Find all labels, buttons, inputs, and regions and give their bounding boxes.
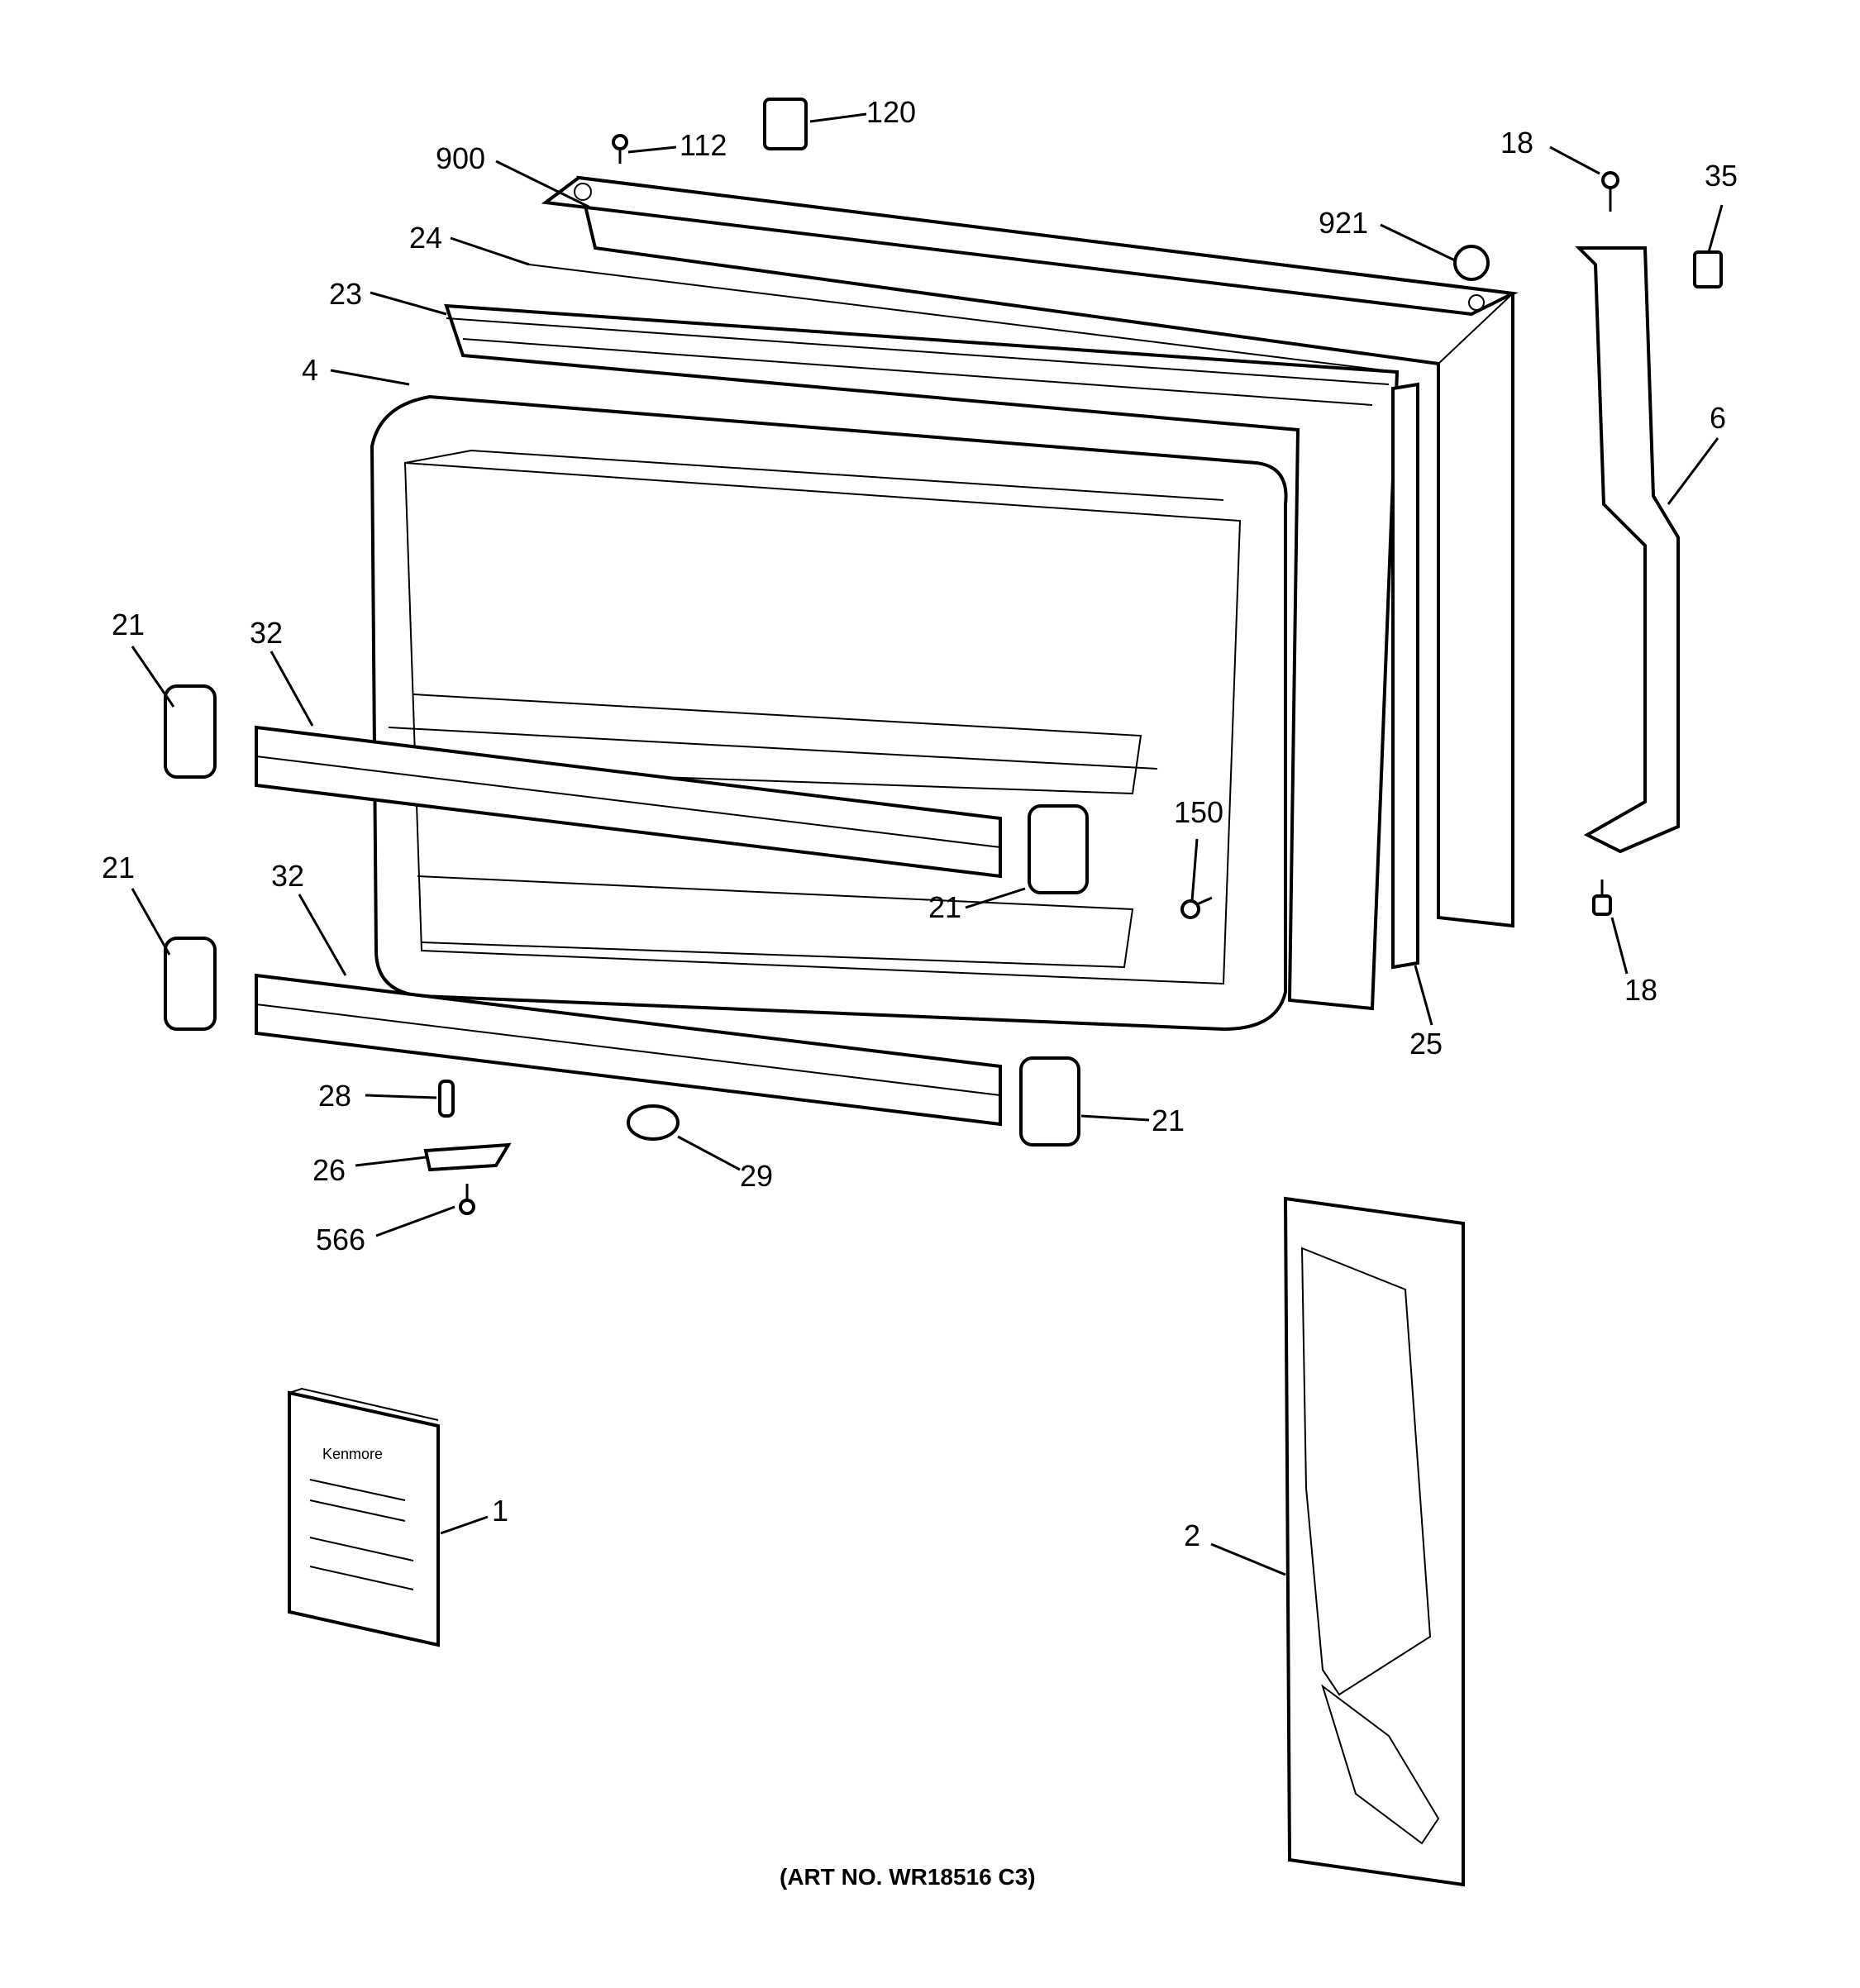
callout-29: 29	[740, 1159, 773, 1193]
door-trim-strip	[1391, 382, 1419, 970]
callout-2: 2	[1184, 1518, 1200, 1552]
door-rail-upper	[255, 725, 1002, 879]
callout-150: 150	[1174, 795, 1223, 829]
callout-18-top: 18	[1500, 126, 1533, 160]
callout-566: 566	[316, 1223, 365, 1256]
cap-35	[1693, 250, 1723, 288]
callout-21-upper-left: 21	[112, 608, 145, 641]
callout-28: 28	[318, 1079, 351, 1113]
callout-32-lower: 32	[271, 859, 304, 893]
liner-shelves	[388, 694, 1158, 969]
callout-26: 26	[312, 1153, 346, 1187]
cap-120	[763, 98, 808, 150]
door-handle	[1575, 246, 1680, 854]
leader-lines	[131, 112, 1724, 1576]
callout-1: 1	[492, 1494, 508, 1528]
callout-labels: 120 112 900 18 35 921 24 23 4 6 21 32 15…	[102, 95, 1738, 1552]
callout-921: 921	[1319, 206, 1368, 240]
callout-21-upper-right: 21	[928, 890, 961, 924]
callout-4: 4	[302, 353, 318, 387]
callout-25: 25	[1409, 1027, 1443, 1061]
screw-18-top	[1601, 171, 1619, 212]
screw-566	[459, 1184, 475, 1215]
screw-150	[1180, 896, 1213, 919]
end-cap-upper-left	[164, 684, 217, 779]
screw-18-bottom	[1592, 880, 1612, 916]
art-number-caption: (ART NO. WR18516 C3)	[780, 1864, 1036, 1890]
pin-28	[438, 1080, 455, 1118]
owners-manual: Kenmore	[288, 1387, 440, 1647]
callout-32-upper: 32	[250, 616, 283, 650]
door-gasket	[444, 264, 1400, 1011]
hinge-plate-26	[423, 1142, 512, 1172]
end-cap-lower-right	[1019, 1056, 1080, 1147]
inner-door-liner	[370, 394, 1288, 1032]
callout-21-lower-left: 21	[102, 851, 135, 884]
manual-brand-text: Kenmore	[322, 1446, 383, 1462]
plug-29	[627, 1104, 680, 1141]
plug-921	[1453, 245, 1490, 281]
end-cap-lower-left	[164, 937, 217, 1031]
callout-6: 6	[1710, 401, 1726, 435]
callout-23: 23	[329, 277, 362, 311]
callout-21-lower-right: 21	[1152, 1104, 1185, 1137]
installation-kit-card	[1283, 1196, 1465, 1887]
callout-35: 35	[1705, 159, 1738, 193]
callout-24: 24	[409, 221, 442, 255]
callout-112: 112	[680, 128, 727, 162]
door-rail-lower	[255, 973, 1002, 1127]
callout-900: 900	[436, 141, 485, 175]
callout-120: 120	[866, 95, 916, 129]
outer-door-panel	[541, 175, 1519, 928]
callout-18-bottom: 18	[1624, 973, 1657, 1007]
screw-112	[612, 134, 628, 164]
end-cap-upper-right	[1028, 804, 1089, 894]
